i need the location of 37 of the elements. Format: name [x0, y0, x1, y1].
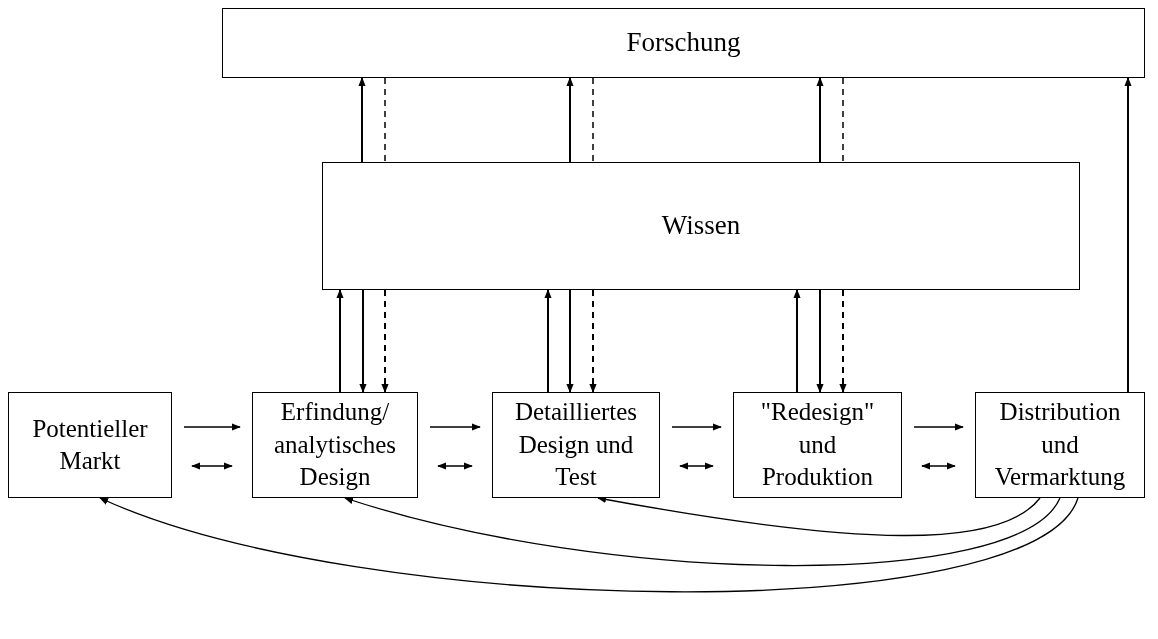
box-label: Erfindung/ analytisches Design	[272, 397, 398, 493]
box-label: "Redesign" und Produktion	[759, 397, 876, 493]
arrow	[816, 289, 824, 393]
arrow	[429, 423, 481, 431]
arrow	[793, 289, 801, 393]
box-label: Potentieller Markt	[31, 413, 149, 476]
arrow	[679, 462, 714, 470]
arrow	[1124, 77, 1132, 393]
arrow	[566, 289, 574, 393]
process-box	[492, 392, 660, 498]
dashed-arrow	[381, 289, 389, 393]
dashed-arrow	[589, 289, 597, 393]
process-box	[322, 162, 1080, 290]
box-label: Wissen	[661, 209, 741, 243]
arrow	[566, 77, 574, 163]
process-box	[252, 392, 418, 498]
box-label: Forschung	[626, 26, 741, 60]
process-box	[8, 392, 172, 498]
arrow	[913, 423, 964, 431]
arrow	[358, 77, 366, 163]
arrow	[816, 77, 824, 163]
process-box	[975, 392, 1145, 498]
arrow	[344, 496, 1061, 567]
arrow	[671, 423, 722, 431]
process-box	[733, 392, 902, 498]
arrow	[359, 289, 367, 393]
box-label: Distribution und Vermarktung	[993, 397, 1127, 493]
arrow	[544, 289, 552, 393]
process-box	[222, 8, 1145, 78]
arrow	[921, 462, 956, 470]
arrow	[336, 289, 344, 393]
arrow	[183, 423, 241, 431]
arrow	[99, 497, 1079, 593]
box-label: Detailliertes Design und Test	[513, 397, 639, 493]
dashed-arrow	[839, 289, 847, 393]
arrow	[191, 462, 233, 470]
arrow	[437, 462, 473, 470]
